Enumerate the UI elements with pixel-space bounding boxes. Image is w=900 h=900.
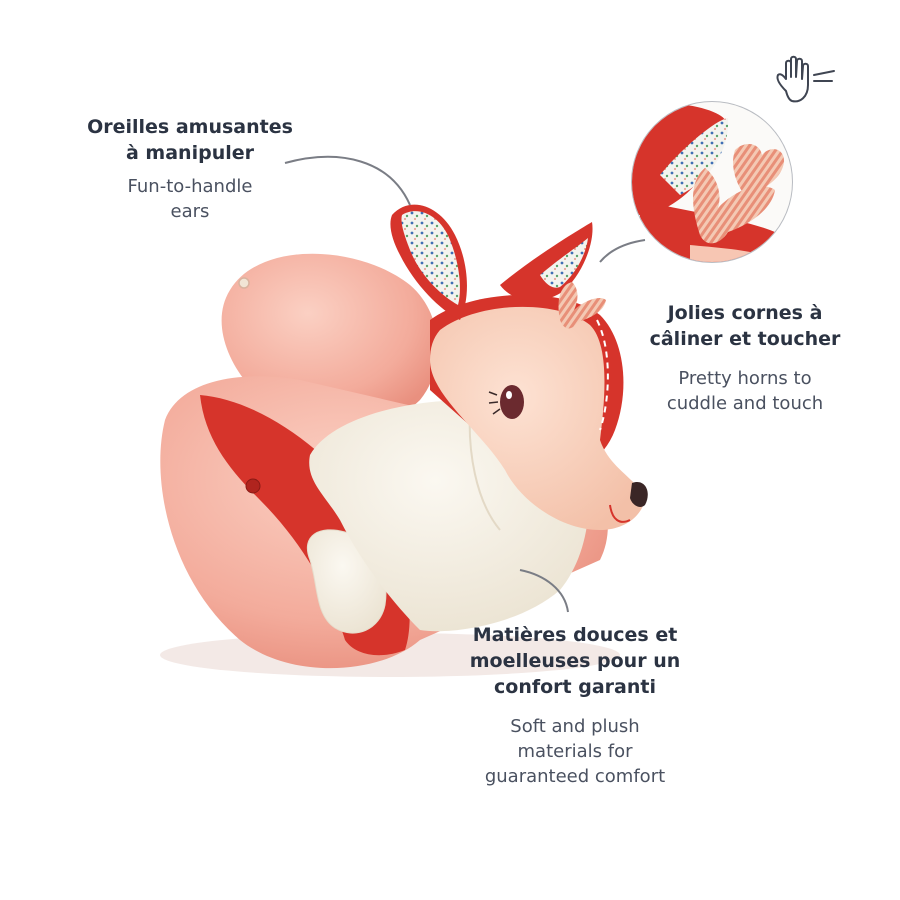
ears-title-line1: Oreilles amusantes [87, 116, 293, 138]
ears-subtitle-line2: ears [170, 201, 210, 222]
horns-subtitle-line2: cuddle and touch [666, 393, 824, 414]
soft-title-line1: Matières douces et [472, 624, 678, 646]
horns-title-line2: câliner et toucher [649, 328, 841, 350]
ear-right [500, 222, 593, 301]
deer-eyelashes [488, 391, 501, 415]
armrest-button [245, 478, 261, 494]
deer-mouth [609, 504, 631, 523]
callout-soft: Matières douces et moelleuses pour un co… [440, 622, 710, 789]
horns-title-line1: Jolies cornes à [667, 302, 823, 324]
connector-horns [599, 239, 646, 263]
soft-subtitle-line3: guaranteed comfort [484, 766, 666, 787]
hand-touch-icon [776, 55, 835, 103]
deer-eye [500, 385, 524, 419]
ear-right-inner [540, 238, 588, 288]
connector-soft [519, 569, 569, 613]
deer-face [430, 306, 645, 530]
back-tag [238, 277, 250, 289]
horns-subtitle-line1: Pretty horns to [678, 368, 812, 389]
deer-eye-highlight [506, 391, 512, 399]
ears-title-line2: à manipuler [126, 142, 254, 164]
deer-nose [630, 481, 648, 508]
callout-horns: Jolies cornes à câliner et toucher Prett… [630, 300, 860, 416]
soft-subtitle-line1: Soft and plush [510, 716, 640, 737]
soft-title-line2: moelleuses pour un [469, 650, 681, 672]
face-stitch [596, 319, 609, 431]
ear-left-inner [401, 211, 460, 305]
ears-subtitle-line1: Fun-to-handle [127, 176, 253, 197]
detail-circle-content [632, 102, 792, 262]
connector-ears [284, 155, 411, 206]
soft-title-line3: confort garanti [494, 676, 656, 698]
horn-small [558, 282, 606, 329]
soft-subtitle-line2: materials for [517, 741, 633, 762]
callout-ears: Oreilles amusantes à manipuler Fun-to-ha… [70, 114, 310, 224]
